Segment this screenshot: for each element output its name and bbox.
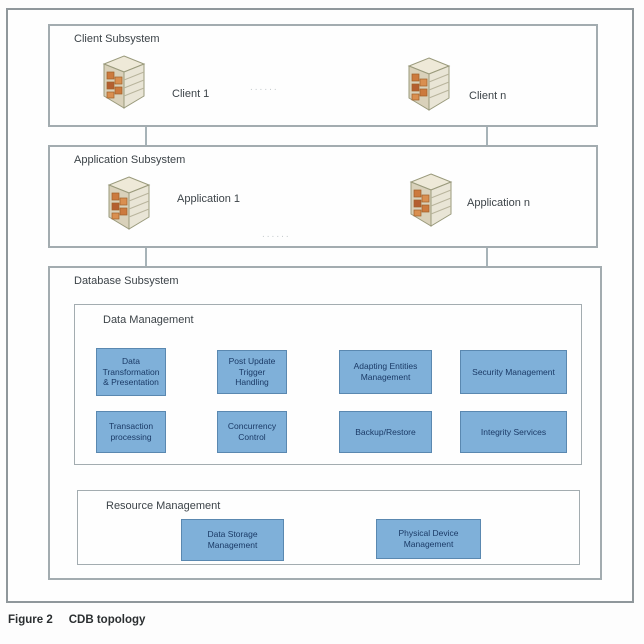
figure-caption-title: CDB topology (68, 614, 146, 626)
computer-icon (108, 176, 150, 230)
computer-icon (103, 55, 145, 109)
connector-line (145, 126, 147, 146)
data-management-box: Data Management Data Transformation & Pr… (74, 304, 582, 465)
connector-line (145, 247, 147, 267)
application-n-label: Application n (467, 197, 530, 209)
application-1-label: Application 1 (177, 193, 240, 205)
function-box-backup-restore: Backup/Restore (339, 411, 432, 453)
function-box-physical-device-management: Physical Device Management (376, 519, 481, 559)
function-box-adapting-entities: Adapting Entities Management (339, 350, 432, 394)
figure-caption-label: Figure 2 (8, 614, 53, 626)
computer-icon (410, 173, 452, 227)
client-subsystem-title: Client Subsystem (74, 33, 160, 45)
function-box-post-update-trigger: Post Update Trigger Handling (217, 350, 287, 394)
client-n-label: Client n (469, 90, 507, 102)
application-subsystem-title: Application Subsystem (74, 154, 186, 166)
more-clients-ellipsis: ...... (250, 82, 279, 93)
computer-icon (408, 57, 450, 111)
more-applications-ellipsis: ...... (262, 229, 291, 240)
function-box-security-management: Security Management (460, 350, 567, 394)
function-box-transaction-processing: Transaction processing (96, 411, 166, 453)
figure-caption: Figure 2 CDB topology (8, 614, 145, 626)
database-subsystem-title: Database Subsystem (74, 275, 179, 287)
resource-management-box: Resource Management Data Storage Managem… (77, 490, 580, 565)
client-1-label: Client 1 (172, 88, 210, 100)
function-box-data-transformation: Data Transformation & Presentation (96, 348, 166, 396)
function-box-data-storage-management: Data Storage Management (181, 519, 284, 561)
application-subsystem-box: Application Subsystem Application 1 ....… (48, 145, 598, 248)
client-subsystem-box: Client Subsystem Client 1 ...... Client … (48, 24, 598, 127)
database-subsystem-box: Database Subsystem Data Management Data … (48, 266, 602, 580)
data-management-title: Data Management (103, 314, 194, 326)
function-box-concurrency-control: Concurrency Control (217, 411, 287, 453)
resource-management-title: Resource Management (106, 500, 221, 512)
connector-line (486, 247, 488, 267)
function-box-integrity-services: Integrity Services (460, 411, 567, 453)
connector-line (486, 126, 488, 146)
